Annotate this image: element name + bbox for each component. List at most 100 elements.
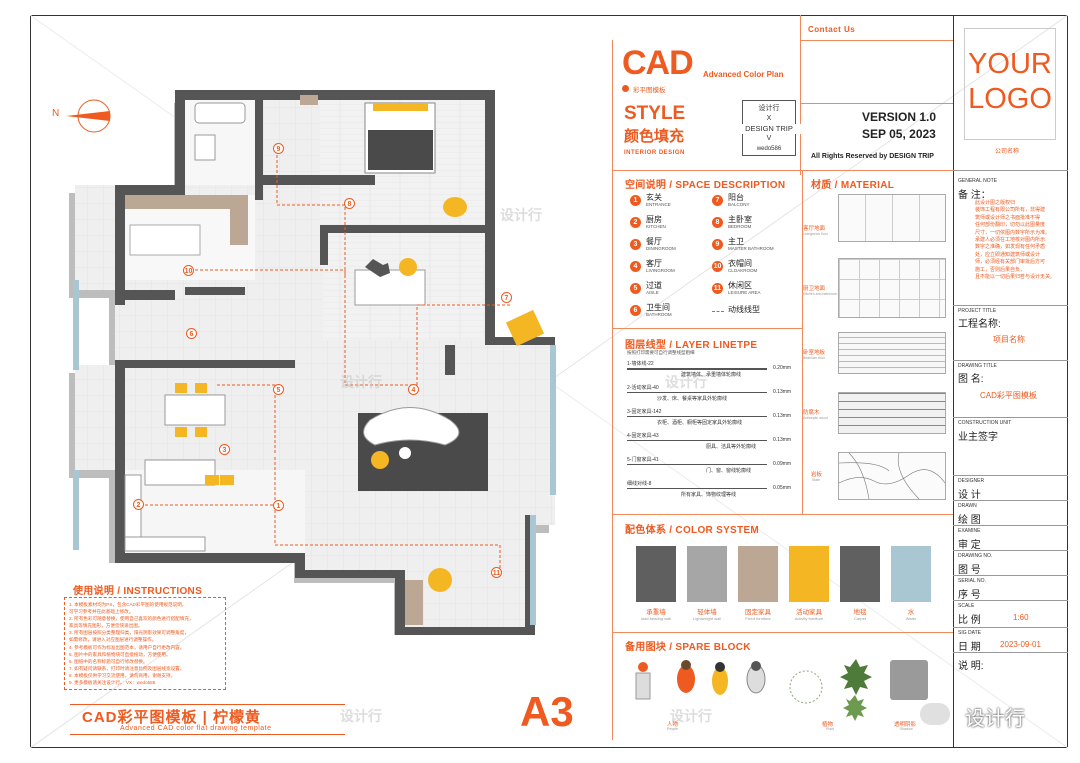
version-date: SEP 05, 2023 [862,127,936,141]
color-cn: 承重墙 [646,609,666,616]
color-en: Activity furniture [794,616,824,621]
rule [953,500,1068,501]
field-cn: 说 明: [958,661,984,672]
linetype-sample [627,392,767,393]
note-line: 且不能以一切后果归咎与设计无关。 [975,274,1056,281]
wechat-icon [920,703,950,725]
rule [800,103,953,104]
field-cn: 业主签字 [958,432,998,443]
north-compass: N [52,98,118,139]
instruction-line: 家具等填充图形，方便您快速出图。 [69,623,143,629]
watermark: 设计行 [340,374,382,390]
room-number: 3 [219,444,230,455]
note-line: 装饰工程有限公司所有，非得建 [975,207,1046,214]
linetype-width: 0.13mm [773,389,792,395]
style-title: STYLE [624,103,686,124]
material-swatch [838,452,946,500]
general-note-en: GENERAL NOTE [958,178,997,184]
rule [612,170,953,171]
rule [953,525,1068,526]
titleblock-border [953,15,954,748]
note-line: 尺寸，一切依图内数字所示为准。 [975,229,1051,236]
note-line: 师，必须经有关部门审批后方可 [975,259,1046,266]
instruction-line: 9. 更多模板请关注设计行。 VX：wedo586 [69,680,156,686]
cad-subtitle: Advanced Color Plan [703,70,784,79]
room-number: 9 [273,143,284,154]
space-description-title: 空间说明 / SPACE DESCRIPTION [625,180,786,191]
color-swatch [840,546,880,602]
field-en: SIG DATE [958,630,981,636]
room-number: 5 [630,283,641,294]
circulation-line-sample [712,311,724,312]
color-swatch [789,546,829,602]
room-number: 10 [712,261,723,272]
company-name: 公司名称 [995,149,1020,155]
legend-border-left [612,40,613,740]
field-en: EXAMINE [958,528,981,534]
field-en: SERIAL NO. [958,578,986,584]
field-en: CONSTRUCTION UNIT [958,420,1012,426]
legend-divider [800,15,801,175]
linetype-sample [627,368,767,370]
rule [953,575,1068,576]
style-cn: 颜色填充 [624,128,685,145]
linetype-label: 4-固定家具-43 [627,433,659,439]
note-line: 任何部份翻印，切勿以此图量度 [975,222,1046,229]
stamp-line: 设计行 [758,105,780,112]
space-en: CLOAKROOM [728,268,758,273]
spare-label: 植物 [822,722,834,728]
sheet-frame [30,15,1068,748]
field-cn: 日 期 [958,642,981,653]
color-en: load-bearing wall [640,616,672,621]
space-en: BATHROOM [646,312,672,317]
linetype-label: 1-墙体线-22 [627,361,654,367]
room-number: 6 [186,328,197,339]
space-en: DININGROOM [646,246,676,251]
bottom-title: CAD彩平图模板 | 柠檬黄 [82,709,262,726]
linetype-desc: 门、窗、窗线轮廓线 [706,468,752,474]
note-line: 施工，否则后果自负， [975,266,1026,273]
bottom-title-rule-bottom [70,734,345,735]
marble-texture [838,452,946,500]
spare-label-en: Plant [826,727,834,731]
instruction-line: 7. 如有疑问请联系，打印时请注意比例及图层线宽设置。 [69,665,185,671]
color-swatch [738,546,778,602]
rights-text: All Rights Reserved by DESIGN TRIP [811,153,934,160]
material-cn: 防腐木 [803,410,820,416]
watermark: 设计行 [500,207,542,223]
room-number: 4 [408,384,419,395]
room-number: 7 [501,292,512,303]
field-en: DRAWING NO. [958,553,993,559]
note-line: 数字之准确，如发现有任何矛盾 [975,244,1046,251]
color-cn: 水 [907,609,915,616]
note-line: 处，应立即通知建筑师或设计 [975,251,1041,258]
instruction-line: 2. 所有色彩可随意替换，使用自己喜欢的颜色进行搭配填充， [69,616,194,622]
space-en: MASTER BATHROOM [728,246,774,251]
bottom-subtitle: Advanced CAD color flat drawing template [120,725,272,732]
space-en: AISLE [646,290,659,295]
note-line: 承建人必须在工地核对图内所示 [975,237,1046,244]
cad-title: CAD [622,44,694,82]
color-en: Fixed furniture [745,616,771,621]
rule [953,550,1068,551]
color-system-title: 配色体系 / COLOR SYSTEM [625,525,760,536]
room-number: 5 [273,384,284,395]
linetype-sample [627,416,767,417]
linetype-label: 3-固定家具-142 [627,409,662,415]
field-value: 1:60 [1013,613,1029,622]
version: VERSION 1.0 [862,110,937,124]
color-cn: 活动家具 [796,609,822,616]
general-note-cn: 备 注： [958,190,991,201]
material-en: Slate [812,478,820,482]
material-title: 材质 / MATERIAL [811,180,895,191]
linetype-desc: 沙发、床、餐桌等家具外轮廓线 [657,396,728,402]
space-en: LIVINGROOM [646,268,675,273]
room-number: 9 [712,239,723,250]
social-watermark: 设计行 [965,708,1025,730]
color-cn: 固定家具 [745,609,771,616]
